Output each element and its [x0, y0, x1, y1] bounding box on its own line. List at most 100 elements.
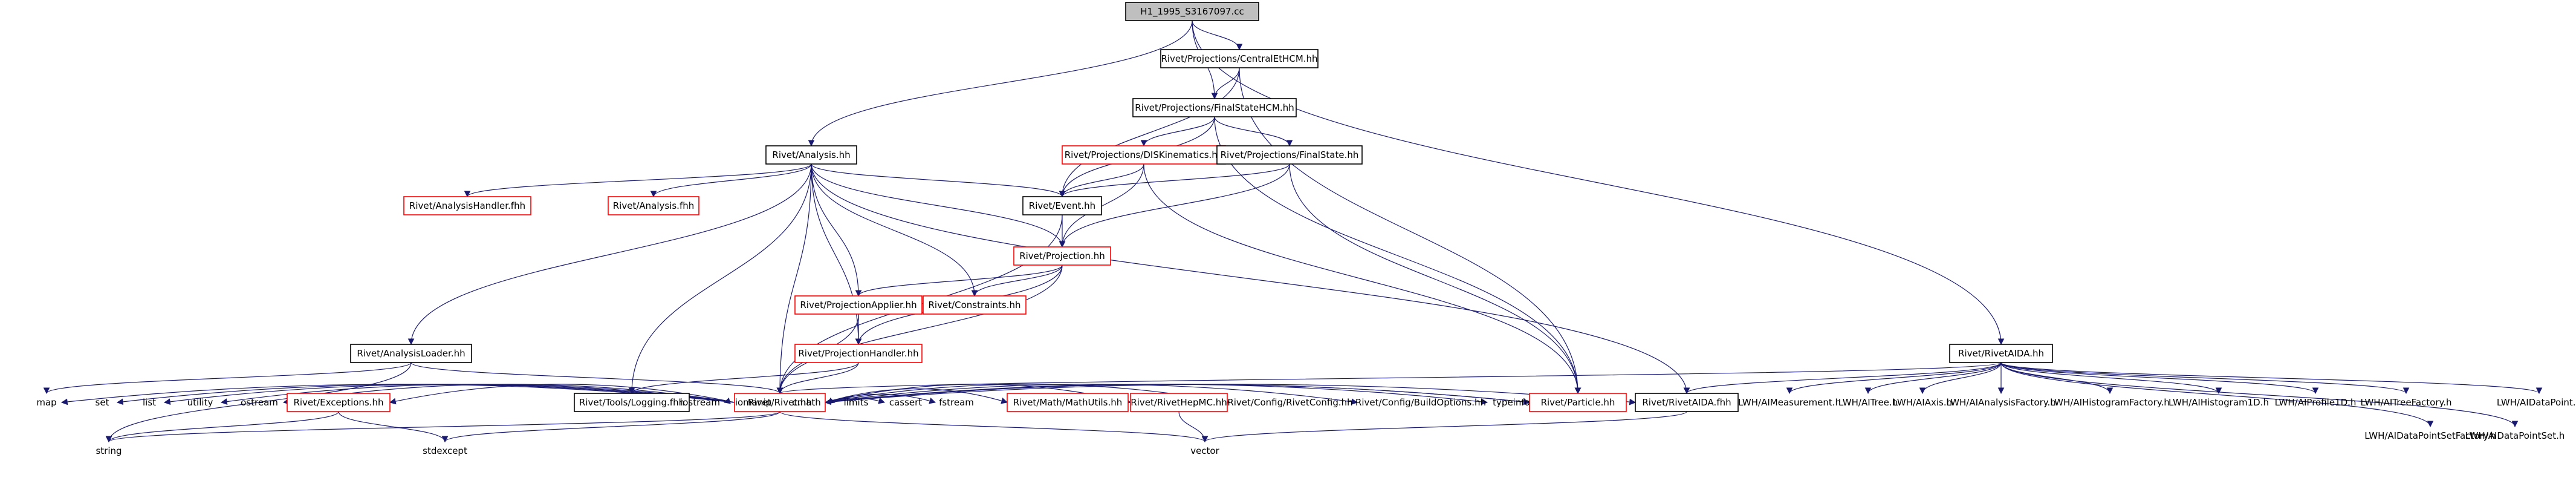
node-buildoptions[interactable]: Rivet/Config/BuildOptions.hh: [1355, 397, 1486, 408]
node-label: LWH/AIDataPoint.h: [2497, 397, 2576, 408]
node-cassert[interactable]: cassert: [889, 397, 922, 408]
node-label: Rivet/Rivet.hh: [748, 397, 812, 408]
node-aitree[interactable]: LWH/AITree.h: [1838, 397, 1898, 408]
edge-rivetaida-hh-to-aitreefactory: [2000, 362, 2410, 395]
node-analysis-fhh[interactable]: Rivet/Analysis.fhh: [608, 196, 699, 215]
node-aianalysisfactory[interactable]: LWH/AIAnalysisFactory.h: [1946, 397, 2056, 408]
node-finalstatehcm[interactable]: Rivet/Projections/FinalStateHCM.hh: [1132, 98, 1297, 117]
node-label: Rivet/Constraints.hh: [929, 300, 1021, 310]
node-vector[interactable]: vector: [1190, 445, 1219, 456]
node-rivet[interactable]: Rivet/Rivet.hh: [734, 393, 826, 412]
node-box: [1635, 393, 1739, 412]
node-label: utility: [187, 397, 213, 408]
node-aihistogramfactory[interactable]: LWH/AIHistogramFactory.h: [2050, 397, 2170, 408]
node-aiprofile1d[interactable]: LWH/AIProfile1D.h: [2275, 397, 2357, 408]
edge-exceptions-to-stdexcept: [338, 411, 449, 443]
edge-analysisloader-to-map: [43, 362, 412, 395]
node-rivetaida-hh[interactable]: Rivet/RivetAIDA.hh: [1949, 344, 2053, 363]
node-root[interactable]: H1_1995_S3167097.cc: [1125, 2, 1259, 21]
edge-rivetaida-hh-to-aimeasurement: [1786, 362, 2002, 395]
node-limits[interactable]: limits: [844, 397, 869, 408]
node-label: limits: [844, 397, 869, 408]
node-aimeasurement[interactable]: LWH/AIMeasurement.h: [1738, 397, 1841, 408]
node-ostream[interactable]: ostream: [241, 397, 278, 408]
node-box: [1132, 98, 1297, 117]
node-label: list: [143, 397, 156, 408]
node-box: [1062, 145, 1226, 165]
edge-rivet-to-mathutils: [825, 388, 1008, 404]
node-box: [1125, 2, 1259, 21]
edge-centralethcm-to-event: [1059, 67, 1240, 198]
node-aihistogram1d[interactable]: LWH/AIHistogram1D.h: [2169, 397, 2269, 408]
edge-rivetaida-hh-to-aiprofile1d: [2000, 362, 2319, 395]
node-string[interactable]: string: [96, 445, 122, 456]
node-analysishandler-fhh[interactable]: Rivet/AnalysisHandler.fhh: [403, 196, 531, 215]
node-exceptions[interactable]: Rivet/Exceptions.hh: [287, 393, 391, 412]
edge-analysis-hh-to-constraints: [811, 163, 978, 297]
node-box: [1130, 393, 1228, 412]
node-label: Rivet/Projection.hh: [1019, 251, 1105, 261]
edge-diskinematics-to-event: [1059, 163, 1144, 198]
node-label: Rivet/Event.hh: [1029, 200, 1095, 211]
node-label: Rivet/Projections/CentralEtHCM.hh: [1161, 53, 1317, 64]
node-projection[interactable]: Rivet/Projection.hh: [1013, 246, 1111, 266]
node-label: cassert: [889, 397, 922, 408]
edge-rivetaida-hh-to-aidatapoint: [2000, 362, 2543, 395]
node-mathutils[interactable]: Rivet/Math/MathUtils.hh: [1007, 393, 1129, 412]
node-aitreefactory[interactable]: LWH/AITreeFactory.h: [2360, 397, 2451, 408]
node-iostream[interactable]: iostream: [680, 397, 720, 408]
node-event[interactable]: Rivet/Event.hh: [1022, 196, 1102, 215]
node-logging[interactable]: Rivet/Tools/Logging.fhh: [574, 393, 690, 412]
edges-layer: [43, 20, 2543, 443]
node-aidatapointset[interactable]: LWH/AIDataPointSet.h: [2465, 430, 2565, 441]
node-label: iomanip: [735, 397, 771, 408]
node-box: [1160, 49, 1319, 68]
node-cmath[interactable]: cmath: [792, 397, 820, 408]
node-label: Rivet/ProjectionApplier.hh: [800, 300, 917, 310]
node-rivetaida-fhh[interactable]: Rivet/RivetAIDA.fhh: [1635, 393, 1739, 412]
node-aidatapoint[interactable]: LWH/AIDataPoint.h: [2497, 397, 2576, 408]
edge-rivetaida-hh-to-rivetaida-fhh: [1683, 362, 2002, 395]
node-diskinematics[interactable]: Rivet/Projections/DISKinematics.hh: [1062, 145, 1226, 165]
node-label: LWH/AIDataPointSet.h: [2465, 430, 2565, 441]
edge-particle-to-rivet: [824, 384, 1530, 405]
node-set[interactable]: set: [96, 397, 109, 408]
edge-centralethcm-to-finalstatehcm: [1211, 67, 1240, 100]
node-stdexcept[interactable]: stdexcept: [423, 445, 467, 456]
node-rivethepmc[interactable]: Rivet/RivetHepMC.hh: [1130, 393, 1228, 412]
node-particle[interactable]: Rivet/Particle.hh: [1529, 393, 1627, 412]
node-box: [350, 344, 472, 363]
node-label: Rivet/AnalysisHandler.fhh: [409, 200, 525, 211]
node-label: cmath: [792, 397, 820, 408]
edge-root-to-analysis-hh: [808, 20, 1193, 147]
node-finalstate[interactable]: Rivet/Projections/FinalState.hh: [1216, 145, 1363, 165]
edge-rivetaida-hh-to-aitree: [1864, 362, 2002, 395]
node-analysisloader[interactable]: Rivet/AnalysisLoader.hh: [350, 344, 472, 363]
node-fstream[interactable]: fstream: [939, 397, 974, 408]
edge-analysis-hh-to-analysis-fhh: [650, 163, 812, 198]
edge-analysis-hh-to-rivetaida-fhh: [811, 163, 1690, 395]
edge-exceptions-to-string: [105, 411, 339, 443]
node-box: [923, 295, 1027, 315]
edge-rivetaida-hh-to-aidatapointsetfactory: [2000, 362, 2434, 428]
node-aiaxis[interactable]: LWH/AIAxis.h: [1893, 397, 1952, 408]
node-typeinfo[interactable]: typeinfo: [1493, 397, 1530, 408]
node-iomanip[interactable]: iomanip: [735, 397, 771, 408]
node-analysis-hh[interactable]: Rivet/Analysis.hh: [765, 145, 857, 165]
node-projectionhandler[interactable]: Rivet/ProjectionHandler.hh: [794, 344, 923, 363]
node-projectionapplier[interactable]: Rivet/ProjectionApplier.hh: [794, 295, 923, 315]
node-label: stdexcept: [423, 445, 467, 456]
node-constraints[interactable]: Rivet/Constraints.hh: [923, 295, 1027, 315]
node-rivetconfig[interactable]: Rivet/Config/RivetConfig.hh: [1227, 397, 1352, 408]
node-utility[interactable]: utility: [187, 397, 213, 408]
node-map[interactable]: map: [36, 397, 56, 408]
node-box: [765, 145, 857, 165]
node-label: Rivet/Config/BuildOptions.hh: [1355, 397, 1486, 408]
node-aidatapointsetfactory[interactable]: LWH/AIDataPointSetFactory.h: [2364, 430, 2496, 441]
node-centralethcm[interactable]: Rivet/Projections/CentralEtHCM.hh: [1160, 49, 1319, 68]
node-list[interactable]: list: [143, 397, 156, 408]
node-box: [574, 393, 690, 412]
node-label: ostream: [241, 397, 278, 408]
node-label: vector: [1190, 445, 1219, 456]
node-label: map: [36, 397, 56, 408]
